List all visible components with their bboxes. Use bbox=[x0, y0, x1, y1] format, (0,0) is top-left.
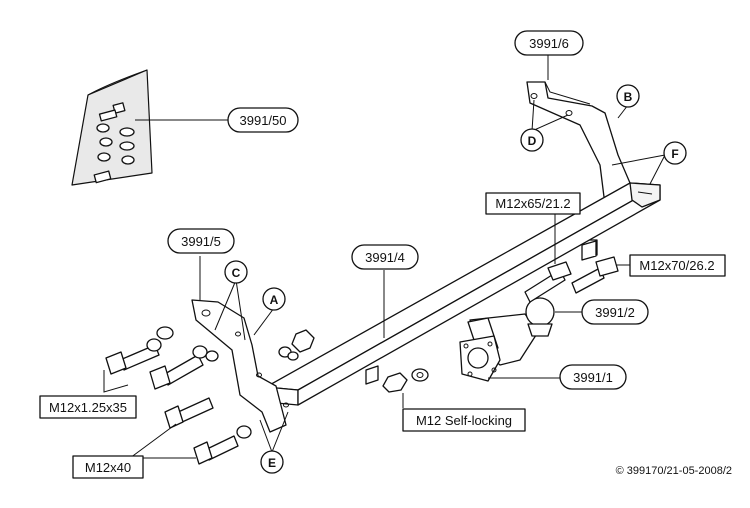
callout-f bbox=[663, 141, 687, 165]
callout-b bbox=[616, 84, 640, 108]
callout-c-letter: C bbox=[232, 266, 241, 280]
leader-callout-f bbox=[611, 154, 666, 185]
label-bolt-m12x70: M12x70/26.2 bbox=[639, 258, 714, 273]
bolt-m12x70 bbox=[571, 256, 619, 294]
label-left-bracket: 3991/5 bbox=[181, 234, 221, 249]
bolt-m12x65 bbox=[524, 261, 572, 303]
label-box-kit-bag bbox=[227, 107, 299, 133]
label-right-bracket: 3991/6 bbox=[529, 36, 569, 51]
label-box-bolts-m12x125 bbox=[39, 395, 137, 419]
crossbar-tube bbox=[265, 182, 661, 406]
bolts-m12x125 bbox=[105, 344, 204, 390]
label-bolt-m12x65: M12x65/21.2 bbox=[495, 196, 570, 211]
label-crossbar: 3991/4 bbox=[365, 250, 405, 265]
callout-b-letter: B bbox=[624, 90, 633, 104]
label-nut: M12 Self-locking bbox=[416, 413, 512, 428]
callout-e bbox=[260, 450, 284, 474]
leader-callout-e bbox=[259, 411, 289, 453]
label-box-bolt-m12x70 bbox=[629, 254, 726, 277]
kit-bag-illustration bbox=[71, 69, 153, 186]
label-kit-bag: 3991/50 bbox=[240, 113, 287, 128]
leader-bolts-m12x40 bbox=[129, 423, 196, 459]
label-box-bolt-m12x65 bbox=[485, 192, 581, 215]
leader-callout-d bbox=[531, 99, 569, 132]
self-locking-nut bbox=[382, 368, 429, 393]
callout-d bbox=[520, 128, 544, 152]
left-bracket bbox=[191, 299, 289, 433]
label-box-nut bbox=[402, 408, 526, 432]
label-box-bolts-m12x40 bbox=[72, 455, 144, 479]
label-ball: 3991/2 bbox=[595, 305, 635, 320]
washers-left-upper bbox=[146, 326, 315, 362]
label-box-crossbar bbox=[351, 244, 419, 270]
label-socket-plate: 3991/1 bbox=[573, 370, 613, 385]
label-box-ball bbox=[581, 299, 649, 325]
socket-plate bbox=[459, 335, 501, 382]
label-box-socket-plate bbox=[559, 364, 627, 390]
leader-bolts-m12x125 bbox=[103, 370, 129, 393]
callout-d-letter: D bbox=[528, 134, 537, 148]
bolts-m12x40 bbox=[164, 397, 252, 465]
callout-c bbox=[224, 260, 248, 284]
label-box-left-bracket bbox=[167, 228, 235, 254]
label-box-right-bracket bbox=[514, 30, 584, 56]
copyright-text: © 399170/21-05-2008/2 bbox=[616, 465, 732, 477]
label-bolts-m12x40: M12x40 bbox=[85, 460, 131, 475]
leader-callout-a bbox=[253, 307, 275, 336]
callout-a bbox=[262, 287, 286, 311]
leader-callout-c bbox=[214, 279, 246, 341]
callout-e-letter: E bbox=[268, 456, 276, 470]
callout-f-letter: F bbox=[671, 147, 678, 161]
callout-a-letter: A bbox=[270, 293, 279, 307]
label-bolts-m12x125: M12x1.25x35 bbox=[49, 400, 127, 415]
